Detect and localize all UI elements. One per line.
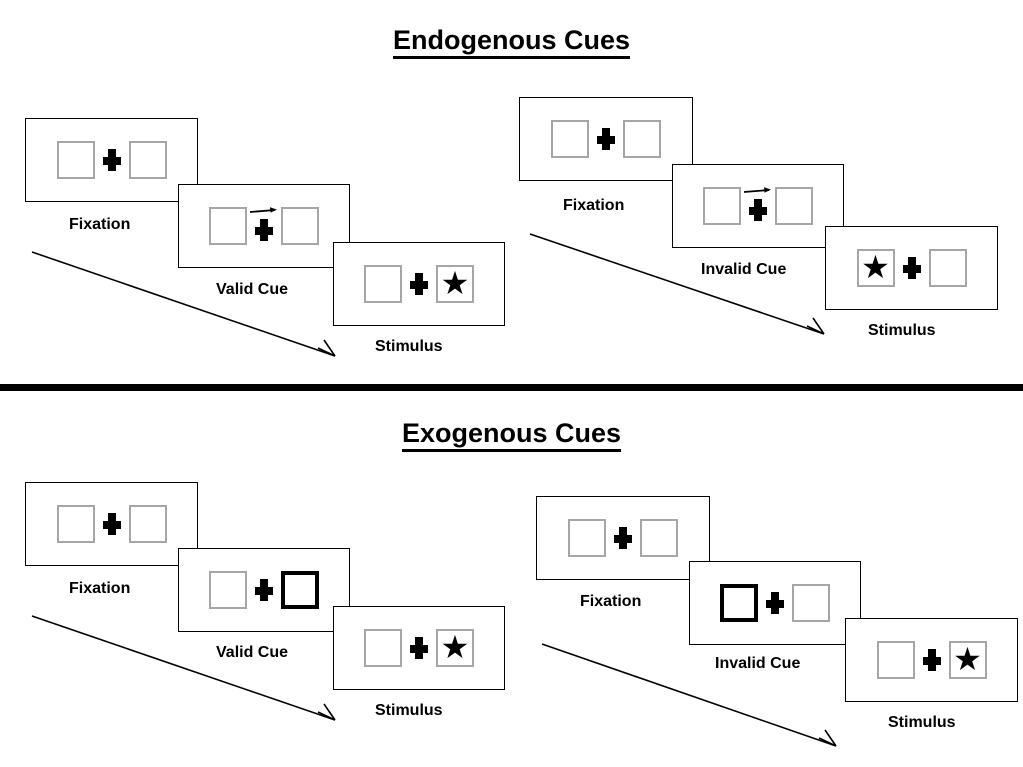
fixation-cross-icon (741, 187, 775, 225)
time-arrow-exogenous-valid (30, 612, 350, 727)
arrow-right-cue-icon (249, 204, 279, 216)
caption-endogenous-invalid-fixation: Fixation (563, 197, 625, 214)
section-title-exogenous: Exogenous Cues (0, 418, 1023, 452)
time-arrow-endogenous-valid (30, 248, 350, 363)
star-target-icon: ★ (440, 629, 470, 665)
placeholder-box-right (775, 187, 813, 225)
time-arrow-exogenous-invalid (540, 640, 850, 752)
placeholder-box-left (209, 571, 247, 609)
caption-exogenous-valid-cue: Valid Cue (216, 644, 289, 661)
placeholder-box-right (640, 519, 678, 557)
fixation-cross-icon (402, 265, 436, 303)
caption-exogenous-invalid-cue: Invalid Cue (715, 655, 801, 672)
fixation-cross-icon (915, 641, 949, 679)
caption-exogenous-valid-stimulus: Stimulus (375, 702, 443, 719)
frame-exogenous-invalid-fixation (536, 496, 710, 580)
fixation-cross-icon (589, 120, 623, 158)
frame-endogenous-invalid-stimulus: ★ (825, 226, 998, 310)
placeholder-box-right (128, 141, 167, 179)
flashed-cue-box-right (281, 571, 319, 609)
placeholder-box-left (876, 641, 915, 679)
section-title-exogenous-text: Exogenous Cues (401, 418, 622, 452)
frame-exogenous-invalid-stimulus: ★ (845, 618, 1018, 702)
section-title-endogenous-text: Endogenous Cues (392, 25, 630, 59)
target-box-right: ★ (436, 629, 474, 667)
star-target-icon: ★ (440, 265, 470, 301)
placeholder-box-right (623, 120, 661, 158)
frame-endogenous-valid-cue (178, 184, 350, 268)
placeholder-box-left (568, 519, 606, 557)
star-target-icon: ★ (861, 249, 890, 285)
placeholder-box-left (56, 141, 95, 179)
frame-exogenous-invalid-cue (689, 561, 861, 645)
placeholder-box-left (209, 207, 247, 245)
arrow-right-cue-icon (743, 184, 773, 196)
placeholder-box-left (703, 187, 741, 225)
placeholder-box-left (364, 265, 402, 303)
frame-exogenous-valid-cue (178, 548, 350, 632)
caption-endogenous-invalid-cue: Invalid Cue (701, 261, 787, 278)
target-box-left: ★ (856, 249, 895, 287)
frame-endogenous-valid-fixation (25, 118, 198, 202)
section-title-endogenous: Endogenous Cues (0, 25, 1023, 59)
fixation-cross-icon (95, 505, 129, 543)
star-target-icon: ★ (953, 641, 982, 677)
fixation-cross-icon (95, 141, 129, 179)
time-arrow-endogenous-invalid (528, 230, 838, 340)
fixation-cross-icon (758, 584, 792, 622)
frame-endogenous-invalid-fixation (519, 97, 693, 181)
caption-endogenous-valid-fixation: Fixation (69, 216, 131, 233)
placeholder-box-right (281, 207, 319, 245)
placeholder-box-right (928, 249, 967, 287)
target-box-right: ★ (948, 641, 987, 679)
frame-endogenous-valid-stimulus: ★ (333, 242, 505, 326)
placeholder-box-left (551, 120, 589, 158)
caption-exogenous-invalid-stimulus: Stimulus (888, 714, 956, 731)
caption-exogenous-valid-fixation: Fixation (69, 580, 131, 597)
frame-endogenous-invalid-cue (672, 164, 844, 248)
placeholder-box-left (56, 505, 95, 543)
caption-endogenous-invalid-stimulus: Stimulus (868, 322, 936, 339)
caption-endogenous-valid-cue: Valid Cue (216, 281, 289, 298)
fixation-cross-icon (247, 571, 281, 609)
target-box-right: ★ (436, 265, 474, 303)
placeholder-box-right (128, 505, 167, 543)
fixation-cross-icon (247, 207, 281, 245)
placeholder-box-left (364, 629, 402, 667)
caption-exogenous-invalid-fixation: Fixation (580, 593, 642, 610)
fixation-cross-icon (895, 249, 929, 287)
flashed-cue-box-left (720, 584, 758, 622)
fixation-cross-icon (402, 629, 436, 667)
fixation-cross-icon (606, 519, 640, 557)
section-divider (0, 384, 1023, 391)
placeholder-box-right (792, 584, 830, 622)
caption-endogenous-valid-stimulus: Stimulus (375, 338, 443, 355)
frame-exogenous-valid-stimulus: ★ (333, 606, 505, 690)
frame-exogenous-valid-fixation (25, 482, 198, 566)
